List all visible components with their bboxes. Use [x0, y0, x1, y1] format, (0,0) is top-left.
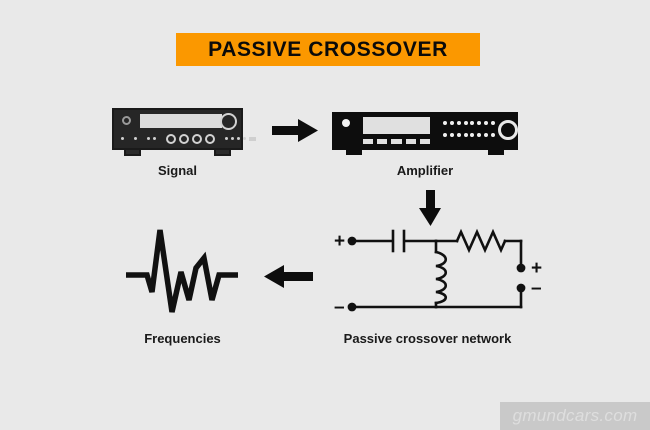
input-positive-sign: +: [334, 231, 346, 252]
amplifier-dot-icon: [443, 133, 448, 137]
receiver-led-icon: [134, 137, 137, 140]
signal-label: Signal: [157, 163, 197, 178]
receiver-knob-icon: [166, 133, 176, 144]
watermark-text: gmundcars.com: [512, 406, 638, 425]
amplifier-button-row: [363, 139, 431, 144]
watermark: gmundcars.com: [500, 402, 650, 430]
amplifier-dot-icon: [477, 121, 482, 125]
amplifier-dot-icon: [477, 133, 482, 137]
terminal-input-negative: [347, 302, 357, 312]
terminal-output-negative: [516, 283, 526, 293]
receiver-led-icon: [237, 137, 240, 140]
amplifier-display: [363, 117, 430, 134]
output-positive-sign: +: [531, 258, 543, 279]
receiver-led-icon: [225, 137, 228, 140]
receiver-led-icon: [243, 137, 246, 140]
receiver-led-icon: [231, 137, 234, 140]
amplifier-dot-icon: [483, 121, 488, 125]
receiver-display: [140, 114, 222, 128]
amplifier-label: Amplifier: [396, 163, 454, 178]
amplifier-volume-knob-icon: [498, 120, 518, 140]
receiver-led-icon: [121, 137, 124, 140]
receiver-knob-icon: [192, 133, 202, 144]
amplifier-foot: [346, 150, 362, 155]
crossover-label: Passive crossover network: [343, 331, 512, 346]
amplifier-button-icon: [419, 139, 431, 144]
inductor-coil-symbol: [434, 250, 448, 305]
arrow-amplifier-to-crossover: [419, 190, 441, 226]
receiver-led-icon: [147, 137, 150, 140]
waveform-path: [126, 229, 238, 313]
amplifier-dot-icon: [443, 121, 448, 125]
amplifier-dot-icon: [463, 121, 468, 125]
receiver-control-row: [121, 132, 256, 145]
arrow-crossover-to-frequencies: [264, 265, 313, 288]
receiver-knob-icon: [205, 133, 215, 144]
page-title: PASSIVE CROSSOVER: [208, 38, 448, 61]
amplifier-dot-grid: [442, 121, 496, 137]
amplifier-dot-icon: [470, 133, 475, 137]
amplifier-button-icon: [363, 139, 374, 144]
amplifier-dot-icon: [463, 133, 468, 137]
input-negative-sign: –: [334, 297, 345, 318]
amplifier-device: [332, 112, 518, 155]
amplifier-button-icon: [377, 139, 388, 144]
amplifier-power-led-icon: [342, 119, 350, 127]
terminal-input-positive: [347, 236, 357, 246]
amplifier-dot-icon: [490, 121, 495, 125]
terminal-output-positive: [516, 263, 526, 273]
receiver-knob-icon: [179, 133, 189, 144]
amplifier-dot-icon: [490, 133, 495, 137]
signal-device: [112, 108, 256, 156]
amplifier-button-icon: [405, 139, 416, 144]
receiver-power-knob-icon: [122, 116, 131, 125]
arrow-signal-to-amplifier: [272, 119, 318, 142]
amplifier-dot-icon: [470, 121, 475, 125]
receiver-led-icon: [153, 137, 156, 140]
receiver-foot: [124, 150, 141, 156]
receiver-slot-icon: [249, 136, 256, 141]
output-negative-sign: –: [531, 278, 542, 299]
amplifier-dot-icon: [456, 133, 461, 137]
amplifier-dot-icon: [456, 121, 461, 125]
title-banner: PASSIVE CROSSOVER: [176, 33, 480, 66]
receiver-volume-knob-icon: [220, 113, 237, 130]
amplifier-button-icon: [391, 139, 402, 144]
amplifier-dot-icon: [450, 133, 455, 137]
amplifier-dot-icon: [483, 133, 488, 137]
amplifier-dot-icon: [450, 121, 455, 125]
amplifier-foot: [488, 150, 504, 155]
receiver-foot: [214, 150, 231, 156]
resistor-zigzag-symbol: [455, 228, 507, 254]
frequencies-label: Frequencies: [144, 331, 221, 346]
